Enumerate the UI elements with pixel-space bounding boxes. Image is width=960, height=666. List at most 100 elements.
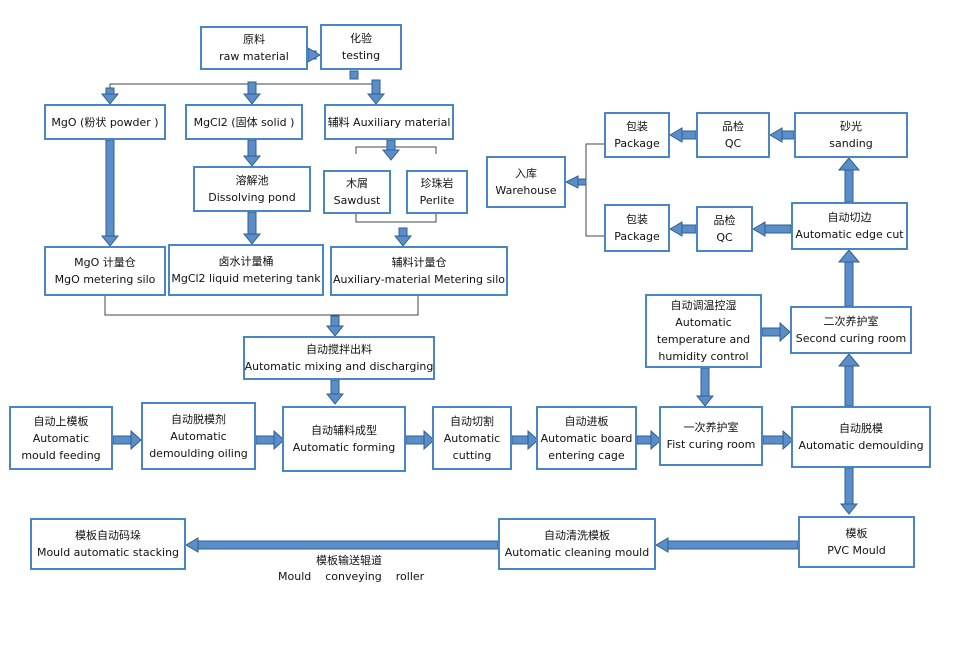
board-entering-cage-zh: 自动进板 bbox=[564, 414, 609, 428]
cutting-en2: cutting bbox=[452, 448, 492, 462]
board-entering-cage-en2: entering cage bbox=[548, 448, 625, 462]
arrow-mgcl2-to-dissolving bbox=[242, 139, 262, 167]
box-package-bottom: 包装 Package bbox=[604, 204, 670, 252]
connector-raw-to-branches bbox=[109, 83, 377, 102]
box-aux-metering-silo: 辅料计量仓 Auxiliary-material Metering silo bbox=[330, 246, 508, 296]
box-qc-bottom: 品检 QC bbox=[696, 206, 753, 252]
demoulding-en: Automatic demoulding bbox=[798, 439, 924, 452]
cutting-en1: Automatic bbox=[443, 431, 501, 445]
qc-bottom-zh: 品检 bbox=[713, 214, 736, 227]
perlite-en: Perlite bbox=[419, 194, 455, 207]
arrow-forming-to-cutting bbox=[405, 429, 435, 451]
sanding-zh: 砂光 bbox=[840, 120, 862, 133]
connector-sawdust-perlite-to-silo bbox=[355, 213, 437, 223]
temp-humidity-en1: Automatic bbox=[675, 316, 732, 329]
arrow-mixing-to-forming bbox=[325, 379, 345, 405]
arrow-edge-cut-to-qc-bottom bbox=[752, 221, 792, 237]
first-curing-room-zh: 一次养护室 bbox=[683, 421, 739, 434]
testing-zh: 化验 bbox=[350, 32, 372, 45]
mixing-discharging-zh: 自动搅拌出料 bbox=[306, 343, 372, 356]
box-forming: 自动辅料成型 Automatic forming bbox=[282, 406, 406, 472]
cutting-zh: 自动切割 bbox=[450, 414, 494, 428]
mgcl2-solid-label: MgCl2 (固体 solid ) bbox=[193, 115, 295, 129]
arrow-testing-to-aux bbox=[349, 70, 359, 80]
arrow-to-mixing bbox=[325, 315, 345, 337]
box-cleaning-mould: 自动清洗模板 Automatic cleaning mould bbox=[498, 518, 656, 570]
box-mgcl2-solid: MgCl2 (固体 solid ) bbox=[185, 104, 303, 140]
mgo-metering-silo-en: MgO metering silo bbox=[54, 273, 156, 286]
temp-humidity-en2: temperature and bbox=[656, 333, 751, 346]
mixing-discharging-en: Automatic mixing and discharging bbox=[244, 360, 434, 373]
mgo-powder-label: MgO (粉状 powder ) bbox=[51, 115, 159, 129]
arrow-to-aux-silo bbox=[393, 227, 413, 247]
arrow-raw-to-testing bbox=[307, 47, 321, 63]
demoulding-oiling-en1: Automatic bbox=[170, 429, 227, 443]
arrow-pvc-to-cleaning bbox=[655, 537, 799, 553]
raw-material-zh: 原料 bbox=[243, 33, 265, 46]
arrow-raw-to-mgcl2 bbox=[242, 81, 262, 105]
box-first-curing-room: 一次养护室 Fist curing room bbox=[659, 406, 763, 466]
mould-feeding-en2: mould feeding bbox=[21, 448, 101, 462]
connector-aux-to-sawdust-perlite bbox=[355, 146, 437, 154]
box-auxiliary-material: 辅料 Auxiliary material bbox=[324, 104, 454, 140]
arrow-first-curing-to-demoulding bbox=[762, 429, 794, 451]
roller-label-en: Mould conveying roller bbox=[278, 570, 425, 583]
cleaning-mould-en: Automatic cleaning mould bbox=[504, 546, 650, 559]
temp-humidity-zh: 自动调温控湿 bbox=[670, 299, 737, 312]
mgcl2-metering-tank-zh: 卤水计量桶 bbox=[218, 255, 274, 268]
box-pvc-mould: 模板 PVC Mould bbox=[798, 516, 915, 568]
box-second-curing-room: 二次养护室 Second curing room bbox=[790, 306, 912, 354]
arrow-raw-to-aux bbox=[366, 79, 386, 105]
arrow-packages-to-warehouse bbox=[564, 175, 587, 189]
dissolving-pond-zh: 溶解池 bbox=[235, 174, 269, 187]
mgcl2-metering-tank-en: MgCl2 liquid metering tank bbox=[171, 272, 321, 285]
package-top-zh: 包装 bbox=[626, 120, 648, 133]
mould-feeding-zh: 自动上模板 bbox=[33, 414, 89, 428]
roller-label-zh: 模板输送辊道 bbox=[316, 554, 382, 567]
connector-package-branches bbox=[585, 143, 604, 237]
box-demoulding-oiling: 自动脱模剂 Automatic demoulding oiling bbox=[141, 402, 256, 470]
raw-material-en: raw material bbox=[219, 50, 289, 63]
qc-bottom-en: QC bbox=[716, 231, 733, 244]
box-package-top: 包装 Package bbox=[604, 112, 670, 158]
box-mgcl2-metering-tank: 卤水计量桶 MgCl2 liquid metering tank bbox=[168, 244, 324, 296]
box-sanding: 砂光 sanding bbox=[794, 112, 908, 158]
box-testing: 化验 testing bbox=[320, 24, 402, 70]
first-curing-room-en: Fist curing room bbox=[666, 438, 756, 451]
arrow-demoulding-to-second-curing bbox=[837, 353, 861, 407]
temp-humidity-en3: humidity control bbox=[658, 350, 749, 363]
arrow-temp-to-first-curing bbox=[695, 367, 715, 407]
mould-stacking-zh: 模板自动码垛 bbox=[75, 529, 141, 542]
arrow-cleaning-to-stacking-roller bbox=[185, 537, 499, 553]
testing-en: testing bbox=[341, 49, 381, 62]
warehouse-en: Warehouse bbox=[495, 184, 557, 197]
mgo-metering-silo-zh: MgO 计量仓 bbox=[74, 256, 136, 269]
package-bottom-en: Package bbox=[614, 230, 660, 243]
box-mgo-powder: MgO (粉状 powder ) bbox=[44, 104, 166, 140]
arrow-oiling-to-forming bbox=[255, 429, 285, 451]
demoulding-oiling-zh: 自动脱模剂 bbox=[171, 412, 226, 426]
arrow-cutting-to-board bbox=[511, 429, 539, 451]
box-temp-humidity-control: 自动调温控湿 Automatic temperature and humidit… bbox=[645, 294, 762, 368]
box-mixing-discharging: 自动搅拌出料 Automatic mixing and discharging bbox=[243, 336, 435, 380]
sawdust-en: Sawdust bbox=[333, 194, 381, 207]
arrow-mgo-to-silo bbox=[100, 139, 120, 247]
second-curing-room-zh: 二次养护室 bbox=[823, 315, 879, 328]
aux-metering-silo-zh: 辅料计量仓 bbox=[391, 256, 447, 269]
box-board-entering-cage: 自动进板 Automatic board entering cage bbox=[536, 406, 637, 470]
arrow-raw-to-mgo bbox=[100, 87, 120, 105]
box-mould-feeding: 自动上模板 Automatic mould feeding bbox=[9, 406, 113, 470]
box-sawdust: 木屑 Sawdust bbox=[323, 170, 391, 214]
box-mgo-metering-silo: MgO 计量仓 MgO metering silo bbox=[44, 246, 166, 296]
second-curing-room-en: Second curing room bbox=[795, 332, 907, 345]
perlite-zh: 珍珠岩 bbox=[420, 177, 454, 190]
box-dissolving-pond: 溶解池 Dissolving pond bbox=[193, 166, 311, 212]
demoulding-oiling-en2: demoulding oiling bbox=[149, 446, 248, 460]
mould-stacking-en: Mould automatic stacking bbox=[36, 546, 180, 559]
sawdust-zh: 木屑 bbox=[346, 177, 368, 190]
package-bottom-zh: 包装 bbox=[626, 213, 648, 226]
arrow-qc-bottom-to-package bbox=[669, 221, 697, 237]
pvc-mould-en: PVC Mould bbox=[827, 544, 886, 557]
